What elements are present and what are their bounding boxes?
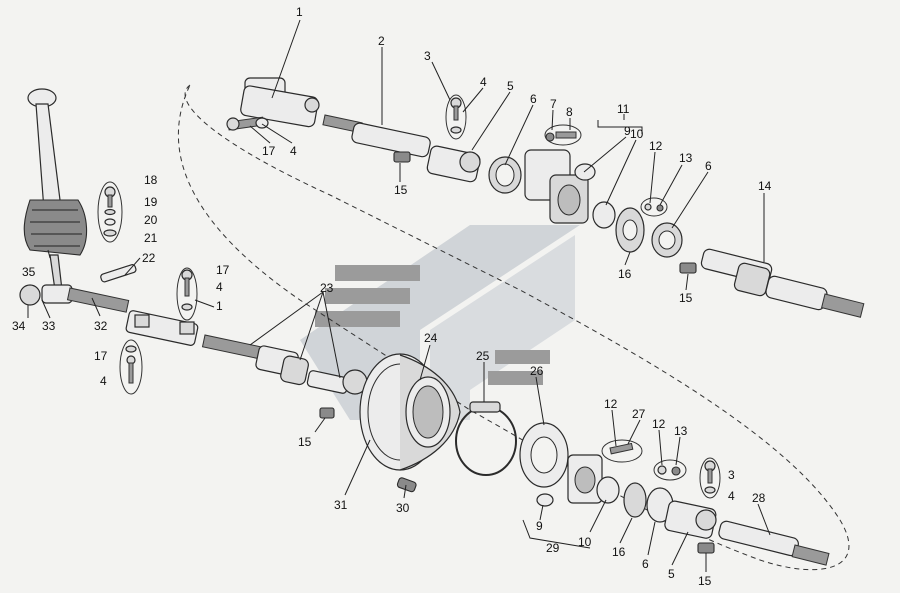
callout-22: 22	[142, 251, 156, 265]
callout-35: 35	[22, 265, 36, 279]
callout-1-upper: 1	[296, 5, 303, 19]
callout-13-upper: 13	[679, 151, 693, 165]
callout-32: 32	[94, 319, 108, 333]
callout-5-upper: 5	[507, 79, 514, 93]
callout-17-upper: 17	[262, 144, 276, 158]
callout-15-lower: 15	[298, 435, 312, 449]
callout-7: 7	[550, 97, 557, 111]
clamp-ring-25	[455, 401, 517, 476]
callout-4-middle: 4	[216, 280, 223, 294]
bracket-assembly-29	[536, 454, 674, 523]
clamp-upper	[240, 77, 320, 128]
callout-20: 20	[144, 213, 158, 227]
callout-2: 2	[378, 34, 385, 48]
bolt-set-top	[226, 116, 269, 131]
callout-30: 30	[396, 501, 410, 515]
fork-shaft-28	[664, 500, 830, 566]
watermark-logo	[300, 225, 580, 420]
callout-4-lower-right: 4	[728, 489, 735, 503]
callout-6-lower: 6	[642, 557, 649, 571]
clamp-lower	[125, 310, 199, 346]
callout-4-upper-left: 4	[290, 144, 297, 158]
nut-15-top	[393, 151, 411, 163]
callout-18: 18	[144, 173, 158, 187]
callout-34: 34	[12, 319, 26, 333]
callout-23: 23	[320, 281, 334, 295]
callout-3-upper: 3	[424, 49, 431, 63]
rubber-boot-cover	[359, 353, 461, 471]
bolt-set-lower-right	[699, 457, 721, 499]
callout-26: 26	[530, 364, 544, 378]
bolt-stack-18-21	[97, 181, 123, 243]
callout-10-lower: 10	[578, 535, 592, 549]
callout-15-upper: 15	[394, 183, 408, 197]
nut-15-lower	[319, 407, 335, 419]
callout-24: 24	[424, 331, 438, 345]
callout-15-right: 15	[679, 291, 693, 305]
gear-lever	[23, 88, 88, 291]
callout-11: 11	[617, 102, 630, 116]
bolt-set-lower-left	[119, 339, 143, 395]
callout-28: 28	[752, 491, 766, 505]
callout-19: 19	[144, 195, 158, 209]
callout-13-lower: 13	[674, 424, 688, 438]
ball-joint	[19, 284, 73, 306]
callout-27: 27	[632, 407, 646, 421]
callout-29: 29	[546, 541, 560, 555]
callout-8: 8	[566, 105, 573, 119]
callout-12-lower-right: 12	[652, 417, 666, 431]
callout-12-lower: 12	[604, 397, 618, 411]
callout-1-lower: 1	[216, 299, 223, 313]
callout-14: 14	[758, 179, 772, 193]
callout-4-lower: 4	[100, 374, 107, 388]
callout-17-middle: 17	[216, 263, 230, 277]
bushing-set-right	[592, 197, 683, 258]
callout-17-lower: 17	[94, 349, 108, 363]
callout-9-lower: 9	[536, 519, 543, 533]
nut-15-bottom	[697, 542, 715, 554]
shaft-2	[322, 114, 431, 158]
callout-12-upper: 12	[649, 139, 663, 153]
callout-6-upper: 6	[530, 92, 537, 106]
callout-4-upper: 4	[480, 75, 487, 89]
leader-lines	[27, 19, 771, 572]
callout-16-lower: 16	[612, 545, 626, 559]
bushing-6-upper	[488, 156, 522, 194]
bolt-30	[396, 477, 417, 493]
universal-joint-lower	[201, 334, 368, 395]
callout-labels: 1 2 3 4 5 6 7 8 11 9 10 12 13 6 14 17 4 …	[12, 5, 772, 588]
pin-set-lower	[601, 439, 687, 481]
assembly-boundary-dashed	[178, 84, 850, 571]
bolt-set-upper	[445, 94, 467, 140]
callout-33: 33	[42, 319, 56, 333]
callout-21: 21	[144, 231, 158, 245]
callout-6-right: 6	[705, 159, 712, 173]
nut-15-right	[679, 262, 697, 274]
callout-3-lower: 3	[728, 468, 735, 482]
bolt-set-middle-left	[176, 267, 198, 321]
bracket-assembly-11	[524, 149, 596, 224]
fork-upper	[426, 145, 481, 183]
front-shaft	[66, 287, 130, 313]
callout-16-upper: 16	[618, 267, 632, 281]
pin-set-7-8	[544, 124, 582, 146]
callout-15-bottom: 15	[698, 574, 712, 588]
shaft-14	[700, 248, 865, 318]
seal-26	[519, 422, 569, 488]
callout-31: 31	[334, 498, 348, 512]
callout-25: 25	[476, 349, 490, 363]
callout-9-upper: 9	[624, 124, 631, 138]
callout-5-lower: 5	[668, 567, 675, 581]
callout-10-upper: 10	[630, 127, 644, 141]
pin-22	[100, 264, 137, 283]
